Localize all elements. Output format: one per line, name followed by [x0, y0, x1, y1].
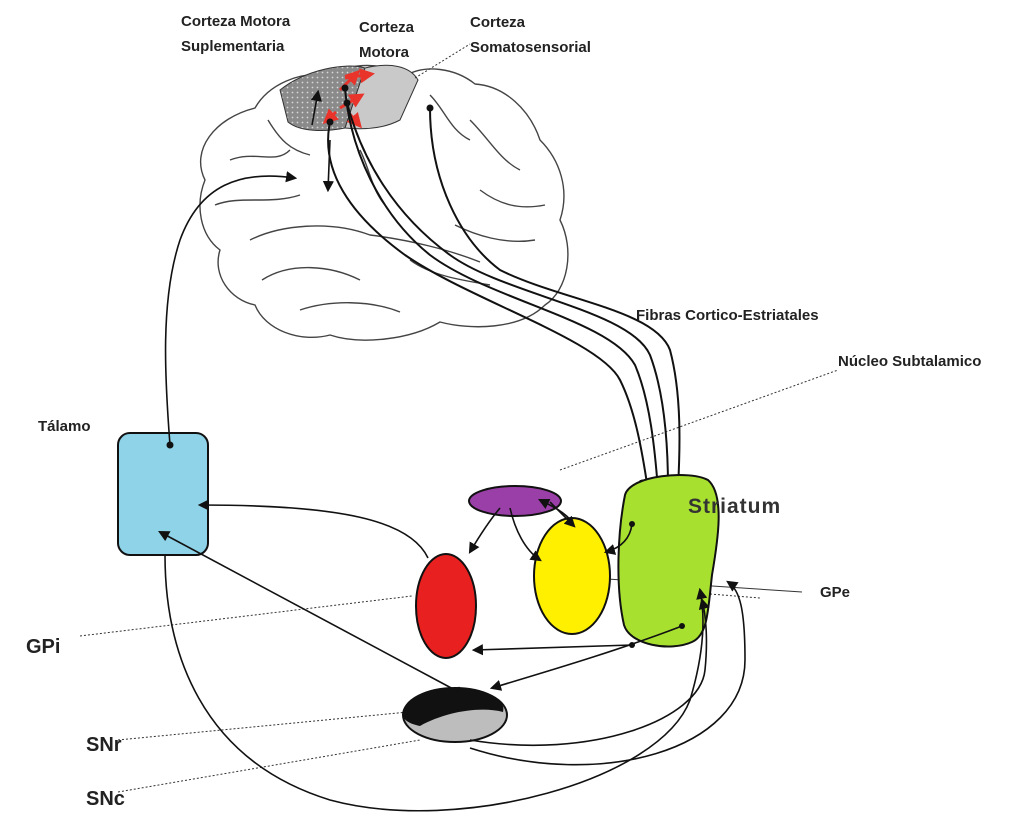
- label-thalamus: Tálamo: [38, 418, 91, 435]
- label-snr: SNr: [86, 734, 122, 756]
- label-motor-line2: Motora: [359, 44, 410, 61]
- thalamo-cortical-pathway: [166, 92, 330, 449]
- cortico-striatal-fibers: [327, 85, 680, 491]
- label-cortico-striatal-fibers: Fibras Cortico-Estriatales: [636, 307, 819, 324]
- label-leaders: [80, 44, 838, 792]
- label-somato-line1: Corteza: [470, 14, 526, 31]
- subthalamic-nucleus: [469, 486, 561, 516]
- label-snc: SNc: [86, 788, 125, 810]
- label-gpe: GPe: [820, 584, 850, 601]
- globus-pallidus-external: [534, 518, 610, 634]
- label-somato-line2: Somatosensorial: [470, 39, 591, 56]
- label-subthalamic-nucleus: Núcleo Subtalamico: [838, 353, 981, 370]
- label-sma-line2: Suplementaria: [181, 38, 285, 55]
- thalamus: [118, 433, 208, 555]
- label-gpi: GPi: [26, 636, 60, 658]
- label-motor-line1: Corteza: [359, 19, 415, 36]
- globus-pallidus-internal: [416, 554, 476, 658]
- label-striatum: Striatum: [688, 495, 781, 518]
- substantia-nigra: [403, 688, 507, 742]
- label-sma-line1: Corteza Motora: [181, 13, 291, 30]
